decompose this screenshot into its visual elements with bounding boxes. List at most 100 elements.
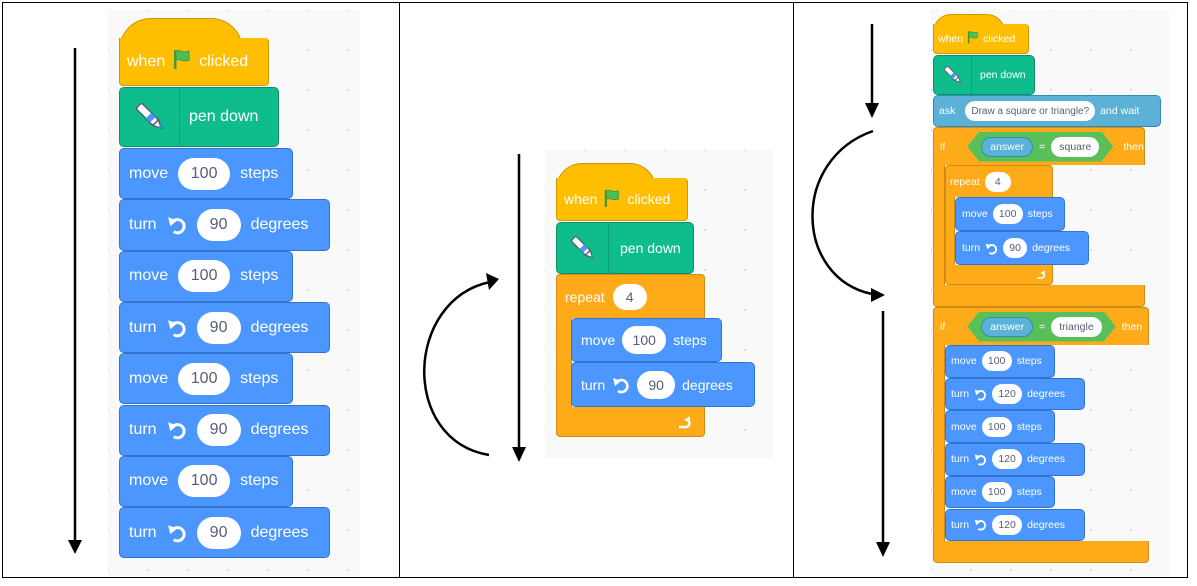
down-arrow	[865, 24, 879, 118]
answer-reporter[interactable]: answer	[981, 317, 1033, 337]
repeat-label: repeat	[950, 175, 980, 188]
turn-degrees-block[interactable]: turn 90 degrees	[119, 404, 330, 456]
steps-input[interactable]: 100	[178, 465, 231, 498]
degrees-input[interactable]: 90	[196, 516, 241, 549]
steps-label: steps	[240, 472, 279, 490]
equals-operator[interactable]: answer = square	[967, 132, 1113, 162]
pen-down-block[interactable]: pen down	[119, 87, 279, 147]
move-steps-block[interactable]: move 100 steps	[119, 148, 293, 200]
turn-label: turn	[129, 421, 157, 439]
square-input[interactable]: square	[1051, 137, 1099, 157]
column-divider	[793, 2, 794, 578]
turn-label: turn	[581, 376, 606, 393]
turn-degrees-block[interactable]: turn 90 degrees	[955, 231, 1089, 265]
degrees-input[interactable]: 120	[992, 514, 1023, 535]
repeat-foot	[945, 265, 1053, 285]
rotate-left-icon	[167, 318, 187, 338]
turn-label: turn	[951, 453, 970, 466]
steps-input[interactable]: 100	[178, 362, 231, 395]
steps-input[interactable]: 100	[981, 482, 1012, 503]
move-label: move	[129, 267, 169, 285]
rotate-left-icon	[974, 453, 987, 466]
down-arrow	[512, 154, 526, 462]
pen-down-block[interactable]: pen down	[556, 222, 694, 274]
steps-input[interactable]: 100	[992, 204, 1023, 224]
triangle-input[interactable]: triangle	[1051, 317, 1101, 337]
rotate-left-icon	[974, 388, 987, 401]
steps-input[interactable]: 100	[981, 351, 1012, 372]
turn-label: turn	[951, 518, 970, 531]
when-flag-clicked-block[interactable]: when clicked	[556, 178, 688, 221]
ask-and-wait-block[interactable]: ask Draw a square or triangle? and wait	[933, 95, 1161, 127]
turn-degrees-block[interactable]: turn 90 degrees	[119, 301, 330, 354]
pen-down-block[interactable]: pen down	[933, 55, 1035, 95]
steps-label: steps	[1016, 486, 1042, 499]
repeat-count-input[interactable]: 4	[612, 283, 647, 310]
if-arm	[933, 345, 945, 543]
repeat-block[interactable]: repeat 4	[945, 165, 1053, 197]
degrees-label: degrees	[1032, 242, 1071, 254]
steps-label: steps	[673, 332, 707, 348]
repeat-block[interactable]: repeat 4	[556, 274, 705, 318]
degrees-label: degrees	[250, 215, 309, 233]
degrees-input[interactable]: 120	[992, 449, 1023, 470]
when-flag-clicked-block[interactable]: when clicked	[119, 38, 269, 86]
move-label: move	[129, 472, 169, 490]
repeat-count-input[interactable]: 4	[984, 171, 1011, 192]
answer-reporter[interactable]: answer	[981, 137, 1033, 157]
steps-input[interactable]: 100	[622, 326, 667, 354]
turn-degrees-block[interactable]: turn 90 degrees	[571, 362, 755, 407]
branch-arrow	[811, 129, 885, 302]
steps-label: steps	[240, 164, 279, 182]
equals-sign: =	[1039, 320, 1046, 333]
steps-label: steps	[1016, 420, 1042, 433]
if-square-block[interactable]: if answer = square then	[933, 127, 1145, 165]
steps-input[interactable]: 100	[981, 416, 1012, 437]
rotate-left-icon	[167, 420, 187, 440]
rotate-left-icon	[167, 215, 187, 235]
move-steps-block[interactable]: move 100 steps	[571, 318, 722, 362]
degrees-label: degrees	[1027, 388, 1066, 401]
repeat-label: repeat	[565, 288, 605, 305]
when-flag-clicked-block[interactable]: when clicked	[933, 24, 1029, 54]
move-label: move	[129, 164, 169, 182]
turn-label: turn	[129, 318, 157, 336]
move-label: move	[581, 332, 616, 348]
if-foot	[933, 541, 1149, 563]
move-steps-block[interactable]: move 100 steps	[119, 455, 293, 508]
move-steps-block[interactable]: move 100 steps	[955, 197, 1065, 231]
pen-icon	[557, 223, 609, 273]
turn-label: turn	[962, 242, 981, 254]
if-triangle-block[interactable]: if answer = triangle then	[933, 307, 1149, 345]
repeat-arm	[945, 197, 955, 267]
degrees-label: degrees	[250, 421, 309, 439]
ask-label: ask	[939, 105, 956, 117]
pen-icon	[120, 88, 180, 146]
degrees-label: degrees	[250, 318, 309, 336]
degrees-input[interactable]: 90	[196, 414, 241, 447]
loop-back-arrow	[423, 273, 499, 457]
pen-down-label: pen down	[189, 108, 259, 125]
when-label: when	[938, 32, 964, 45]
steps-input[interactable]: 100	[178, 260, 231, 293]
degrees-label: degrees	[250, 523, 309, 541]
degrees-input[interactable]: 120	[992, 384, 1023, 405]
equals-operator[interactable]: answer = triangle	[967, 312, 1115, 342]
degrees-input[interactable]: 90	[196, 311, 241, 344]
degrees-input[interactable]: 90	[637, 370, 676, 399]
degrees-input[interactable]: 90	[196, 208, 241, 241]
green-flag-icon	[602, 188, 622, 211]
degrees-input[interactable]: 90	[1003, 238, 1028, 258]
question-input[interactable]: Draw a square or triangle?	[965, 101, 1096, 121]
steps-input[interactable]: 100	[178, 157, 231, 190]
